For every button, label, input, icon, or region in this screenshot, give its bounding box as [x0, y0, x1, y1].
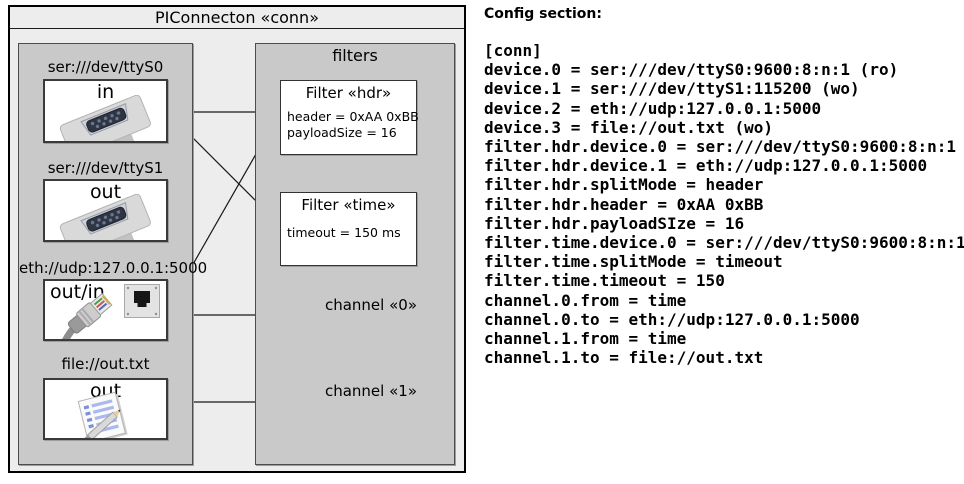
filter-property-payloadsize: payloadSize = 16	[287, 125, 397, 140]
device-label-ser0: ser:///dev/ttyS0	[47, 58, 164, 76]
serial-connector-image	[59, 95, 151, 141]
device-box-ser1: out	[43, 179, 168, 242]
device-label-eth: eth://udp:127.0.0.1:5000	[19, 259, 208, 277]
filters-panel: filters Filter «hdr» header = 0xAA 0xBB …	[255, 43, 455, 465]
ethernet-port-icon	[124, 284, 160, 318]
serial-connector-image	[59, 194, 151, 240]
notepad-image	[77, 391, 128, 438]
devices-panel: ser:///dev/ttyS0 in	[18, 43, 208, 465]
device-box-eth: out/in	[43, 279, 168, 341]
filters-panel-title: filters	[332, 46, 378, 65]
port-direction-label: in	[96, 81, 115, 103]
diagram-title: PIConnecton «conn»	[10, 7, 464, 29]
pencil-icon	[84, 409, 121, 438]
filter-box-time: Filter «time» timeout = 150 ms	[280, 192, 417, 266]
filter-box-hdr: Filter «hdr» header = 0xAA 0xBB payloadS…	[280, 80, 419, 155]
filter-title: Filter «hdr»	[305, 84, 392, 102]
filter-property-timeout: timeout = 150 ms	[287, 225, 401, 240]
config-section: Config section: [conn] device.0 = ser://…	[484, 6, 964, 368]
channel-1-label: channel «1»	[324, 382, 417, 400]
port-direction-label: out/in	[50, 281, 105, 303]
config-text: [conn] device.0 = ser:///dev/ttyS0:9600:…	[484, 41, 964, 368]
filter-property-header: header = 0xAA 0xBB	[287, 109, 419, 124]
channel-0-label: channel «0»	[324, 296, 417, 314]
filter-title: Filter «time»	[301, 196, 396, 214]
device-label-file: file://out.txt	[61, 355, 150, 373]
config-heading: Config section:	[484, 6, 602, 22]
port-direction-label: out	[89, 181, 122, 203]
ethernet-plug-image	[62, 293, 113, 339]
device-box-ser0: in	[43, 79, 168, 143]
piconnecton-diagram: PIConnecton «conn» ser:///dev/ttyS0 in	[8, 5, 466, 473]
device-label-ser1: ser:///dev/ttyS1	[47, 159, 164, 177]
device-box-file: out	[43, 378, 168, 440]
